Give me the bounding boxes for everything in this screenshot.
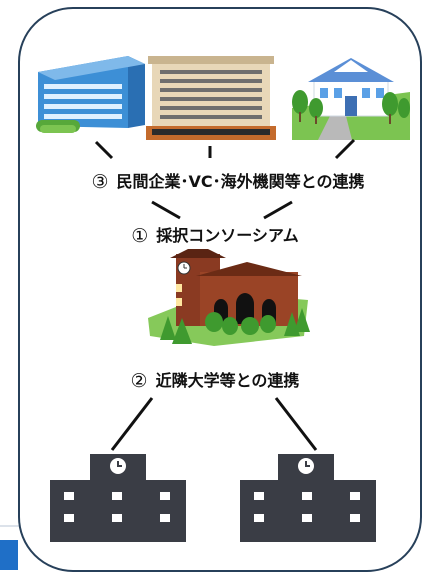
- connector-right-down: [263, 200, 293, 220]
- label-text: 採択コンソーシアム: [156, 226, 299, 245]
- label-number: ②: [130, 370, 148, 392]
- connector-school-right: [274, 397, 318, 451]
- label-number: ①: [131, 225, 149, 247]
- school-house-icon: [292, 58, 410, 140]
- label-consortium: ① 採択コンソーシアム: [90, 220, 340, 249]
- label-text: 近隣大学等との連携: [155, 371, 300, 390]
- connector-school-house: [334, 138, 356, 160]
- label-collab-companies: ③ 民間企業･VC･海外機関等との連携: [38, 166, 418, 195]
- connector-left-down: [151, 200, 181, 220]
- connector-office: [94, 140, 114, 160]
- school-icon-right: [240, 454, 376, 542]
- label-number: ③: [91, 171, 109, 193]
- office-building-icon: [36, 56, 145, 133]
- label-text: 民間企業･VC･海外機関等との連携: [116, 172, 365, 191]
- tall-building-icon: [146, 56, 276, 140]
- campus-building-icon: [148, 244, 310, 346]
- slide-fragment-accent: [0, 540, 18, 570]
- connector-school-left: [110, 397, 154, 451]
- label-collab-universities: ② 近隣大学等との連携: [90, 365, 340, 394]
- school-icon-left: [50, 454, 186, 542]
